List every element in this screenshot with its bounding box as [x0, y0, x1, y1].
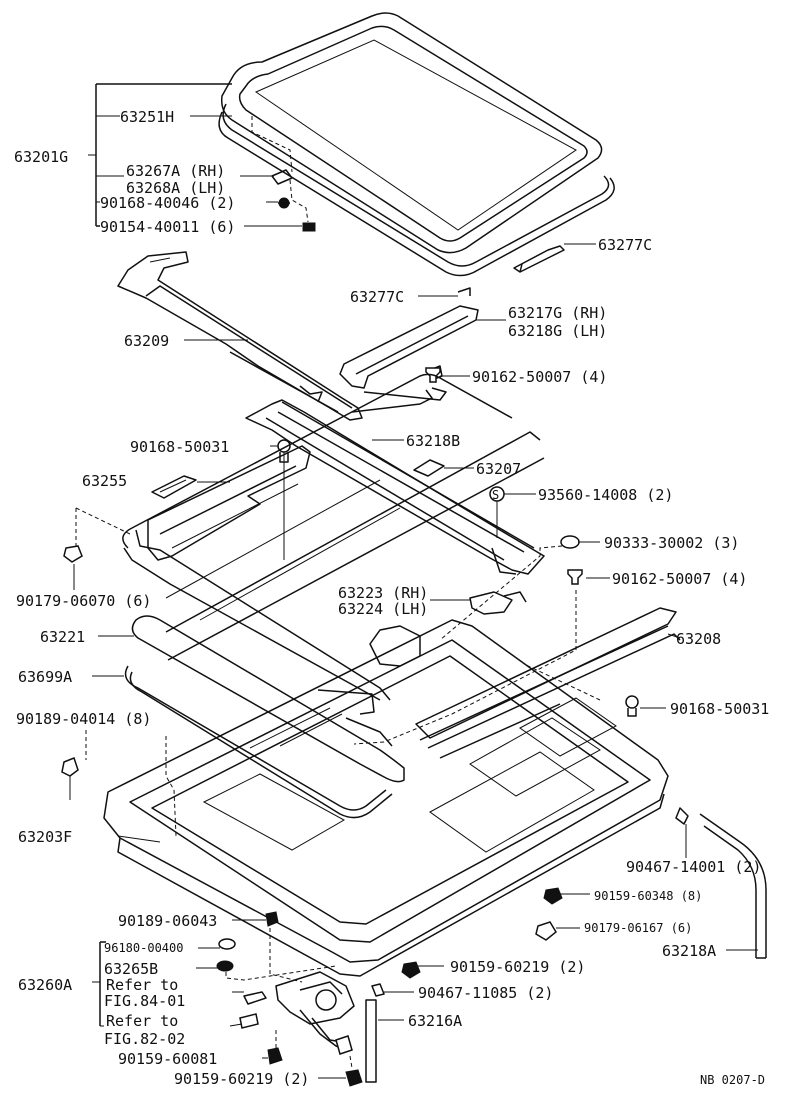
- label-63223: 63223 (RH): [338, 584, 428, 602]
- label-63201G: 63201G: [14, 148, 68, 166]
- label-63218G: 63218G (LH): [508, 322, 607, 340]
- seal-63221: [131, 529, 405, 783]
- label-90159-60348: 90159-60348 (8): [594, 889, 702, 903]
- label-90168-50031-upper: 90168-50031: [130, 438, 229, 456]
- label-90189-04014: 90189-04014 (8): [16, 710, 151, 728]
- bracket-63223: [469, 591, 527, 615]
- label-90333-30002: 90333-30002 (3): [604, 534, 739, 552]
- label-63260A: 63260A: [18, 976, 72, 994]
- label-90159-60219-right: 90159-60219 (2): [450, 958, 585, 976]
- bracket-63207: [413, 459, 445, 477]
- label-90168-40046: 90168-40046 (2): [100, 194, 235, 212]
- label-63251H: 63251H: [120, 108, 174, 126]
- label-90179-06167: 90179-06167 (6): [584, 921, 692, 935]
- s-mark: S: [492, 488, 499, 502]
- label-63208: 63208: [676, 630, 721, 648]
- label-63277C-right: 63277C: [598, 236, 652, 254]
- drain-hose-63216A: [365, 999, 377, 1083]
- label-63218A: 63218A: [662, 942, 716, 960]
- label-63216A: 63216A: [408, 1012, 462, 1030]
- label-63203F: 63203F: [18, 828, 72, 846]
- label-63265B: 63265B: [104, 960, 158, 978]
- label-90159-60081: 90159-60081: [118, 1050, 217, 1068]
- label-90159-60219-lower: 90159-60219 (2): [174, 1070, 309, 1088]
- clip-63277C-right: [513, 245, 565, 273]
- label-63209: 63209: [124, 332, 169, 350]
- clip-90189-06043: [265, 911, 279, 927]
- clamp-90467-11085: [371, 983, 385, 997]
- plug-90333: [560, 535, 580, 549]
- housing-frame-upper: [147, 445, 311, 561]
- label-63267A: 63267A (RH): [126, 162, 225, 180]
- nut-90179-06070: [63, 545, 83, 563]
- label-63217G: 63217G (RH): [508, 304, 607, 322]
- bolt-90159-60081: [267, 1047, 283, 1065]
- label-96180-00400: 96180-00400: [104, 941, 183, 955]
- washer-96180: [218, 938, 236, 950]
- rail-63208: [415, 607, 681, 759]
- label-fig-84-01: FIG.84-01: [104, 992, 185, 1010]
- screw-90162-right: [567, 569, 583, 585]
- gasket-63699A: [124, 665, 393, 819]
- label-63207: 63207: [476, 460, 521, 478]
- label-63218B: 63218B: [406, 432, 460, 450]
- part-63255: [151, 475, 197, 499]
- sunroof-housing: [103, 619, 669, 977]
- deflector-panel: [117, 251, 363, 421]
- nut-90179-06167: [535, 921, 557, 941]
- housing-frame-middle: [122, 373, 545, 747]
- nut-90159-60219-b: [345, 1069, 363, 1087]
- glass-panel: [220, 12, 603, 254]
- nut-90159-60219-a: [401, 961, 421, 979]
- diagram-ref-code: NB 0207-D: [700, 1073, 765, 1087]
- motor-assembly: [239, 971, 355, 1055]
- label-63221: 63221: [40, 628, 85, 646]
- label-fig-82-02: FIG.82-02: [104, 1030, 185, 1048]
- glass-weatherstrip: [218, 103, 615, 277]
- part-labels: 63201G 63251H 63267A (RH) 63268A (LH) 90…: [14, 108, 769, 1088]
- gear-63265B: [216, 960, 234, 972]
- glass-bracket: [271, 169, 316, 232]
- label-63224: 63224 (LH): [338, 600, 428, 618]
- clip-90189-04014: [61, 757, 79, 777]
- label-refer-to-1: Refer to: [106, 976, 178, 994]
- label-90162-50007-top: 90162-50007 (4): [472, 368, 607, 386]
- leader-lines: [69, 83, 758, 1079]
- label-63277C-left: 63277C: [350, 288, 404, 306]
- label-90189-06043: 90189-06043: [118, 912, 217, 930]
- label-refer-to-2: Refer to: [106, 1012, 178, 1030]
- screw-90168-lower: [625, 695, 639, 717]
- label-90162-50007-right: 90162-50007 (4): [612, 570, 747, 588]
- label-93560-14008: 93560-14008 (2): [538, 486, 673, 504]
- rail-bracket-63217G: [339, 287, 479, 413]
- nut-90159-60348: [543, 887, 563, 905]
- label-90467-11085: 90467-11085 (2): [418, 984, 553, 1002]
- clamp-90467-14001: [675, 807, 689, 825]
- label-90168-50031-lower: 90168-50031: [670, 700, 769, 718]
- label-63699A: 63699A: [18, 668, 72, 686]
- drain-hose-63218A: [699, 813, 767, 959]
- label-90154-40011: 90154-40011 (6): [100, 218, 235, 236]
- label-63255: 63255: [82, 472, 127, 490]
- label-90179-06070: 90179-06070 (6): [16, 592, 151, 610]
- label-90467-14001: 90467-14001 (2): [626, 858, 761, 876]
- label-63268A: 63268A (LH): [126, 179, 225, 197]
